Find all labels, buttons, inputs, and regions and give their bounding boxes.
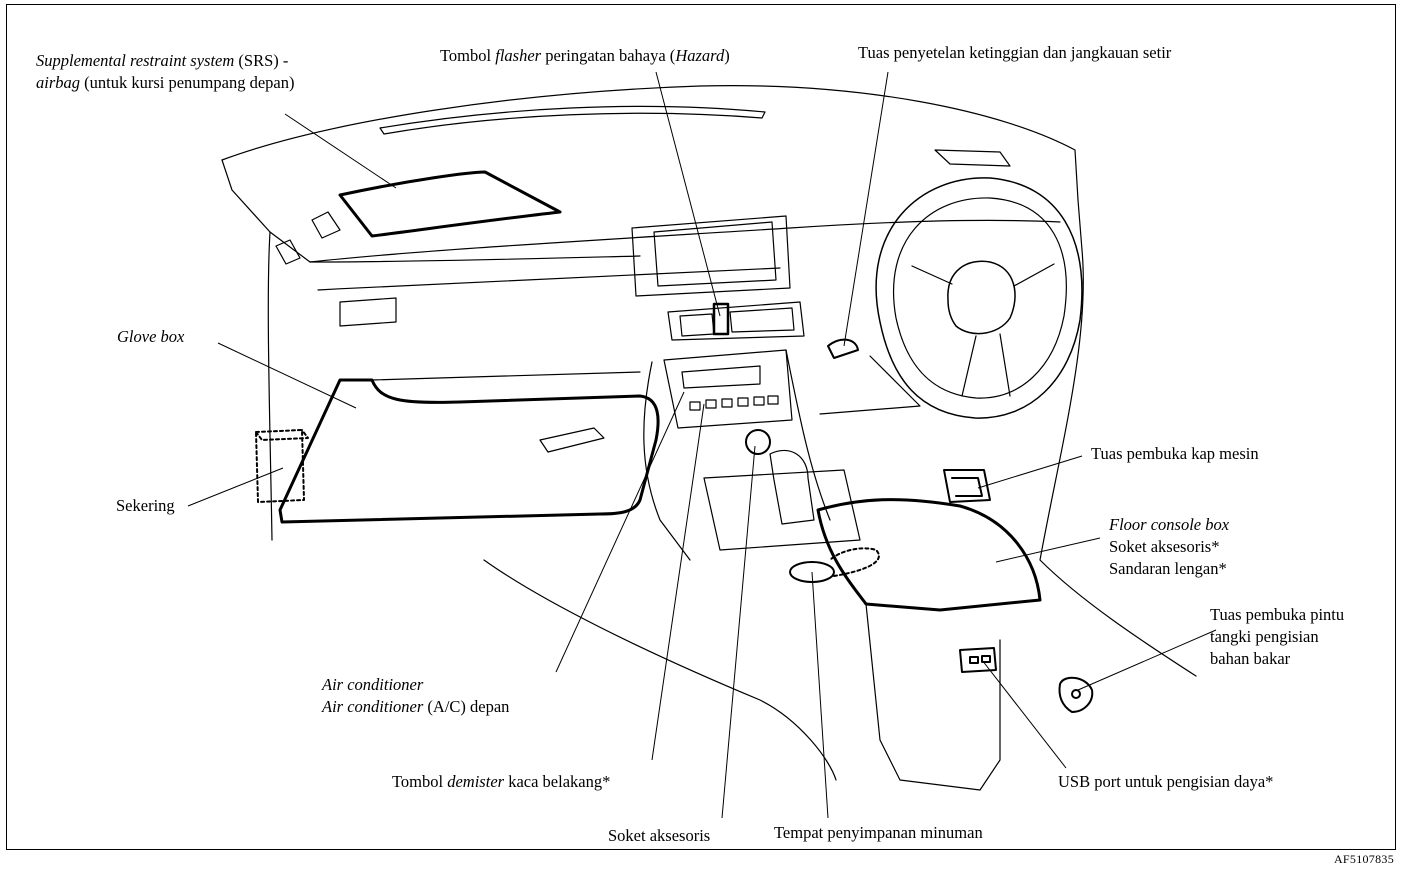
leader-sekering [187, 467, 284, 507]
fuel-lid-lever [1058, 676, 1094, 713]
label-hood-lever: Tuas pembuka kap mesin [1091, 444, 1259, 463]
ac-buttons [689, 395, 779, 411]
label-air-conditioner: Air conditioner Air conditioner (A/C) de… [322, 675, 510, 716]
cup-holder-dotted [829, 547, 880, 577]
center-vent-left [679, 313, 715, 337]
leader-lines [187, 71, 1217, 819]
leader-cup-holder [811, 571, 829, 819]
cup-holder [789, 561, 835, 583]
glove-box-door [278, 378, 660, 524]
center-stack-right-edge [785, 349, 831, 521]
floor-console-body [865, 603, 1001, 791]
steering-wheel-hub [947, 260, 1016, 335]
label-hazard-button: Tombol flasher peringatan bahaya (Hazard… [440, 46, 730, 65]
center-stack-left-edge [643, 361, 691, 561]
ac-display [681, 365, 761, 389]
glove-box-handle [539, 427, 605, 453]
figure-code: AF5107835 [1333, 852, 1394, 866]
label-demister-button: Tombol demister kaca belakang* [392, 772, 611, 791]
right-pillar [1039, 249, 1197, 677]
steering-column [819, 355, 921, 415]
left-side-vent-small [275, 239, 301, 265]
airbag-lid [338, 170, 562, 238]
left-tweeter [311, 211, 341, 239]
accessory-socket-ring [745, 429, 771, 455]
defrost-vent [379, 105, 766, 135]
right-defrost-vent [934, 149, 1011, 167]
dashboard-top-outline [221, 85, 1083, 251]
left-vent [339, 297, 397, 327]
label-fuel-lid-lever: Tuas pembuka pintu tangki pengisian baha… [1210, 605, 1345, 668]
leader-srs [284, 113, 397, 189]
label-accessory-socket: Soket aksesoris [608, 826, 711, 845]
glove-box-upper-line [371, 371, 641, 381]
label-floor-console-box: Floor console box Soket aksesoris* Sanda… [1109, 515, 1230, 578]
gear-shifter [769, 449, 815, 525]
label-tilt-lever: Tuas penyetelan ketinggian dan jangkauan… [858, 43, 1172, 62]
center-display-screen [653, 221, 777, 287]
leader-fuel [1077, 629, 1217, 691]
center-vents-housing [667, 301, 805, 341]
leader-console [995, 537, 1101, 563]
center-vent-right [729, 307, 795, 333]
label-usb-port: USB port untuk pengisian daya* [1058, 772, 1274, 791]
leader-tilt [843, 71, 889, 347]
leader-demister [651, 403, 705, 761]
hazard-button [712, 302, 730, 336]
dashboard-upper-crease [309, 219, 1061, 263]
usb-port [959, 647, 997, 673]
center-stack-panel [663, 349, 793, 429]
label-cup-holder: Tempat penyimpanan minuman [774, 823, 983, 842]
floor-line [483, 559, 837, 781]
label-glove-box: Glove box [117, 327, 185, 346]
leader-usb [981, 659, 1067, 769]
floor-console-lid [816, 498, 1042, 612]
label-srs-airbag: Supplemental restraint system (SRS) - ai… [36, 51, 295, 92]
shift-gate [703, 469, 861, 551]
leader-accessory-socket [721, 445, 756, 819]
leader-hazard [655, 71, 721, 317]
steering-wheel-rim-outer [875, 177, 1083, 419]
center-display-bezel [631, 215, 791, 297]
steering-wheel-rim-inner [892, 197, 1067, 399]
leader-ac [555, 391, 685, 673]
leader-hood [977, 455, 1083, 489]
dashboard-front-edge [221, 159, 641, 263]
figure-frame [6, 4, 1396, 850]
steering-wheel-spokes [911, 263, 1055, 397]
tilt-lever [827, 338, 859, 359]
label-sekering: Sekering [116, 496, 175, 515]
leader-glove-box [217, 342, 357, 409]
left-dash-side [267, 231, 273, 541]
